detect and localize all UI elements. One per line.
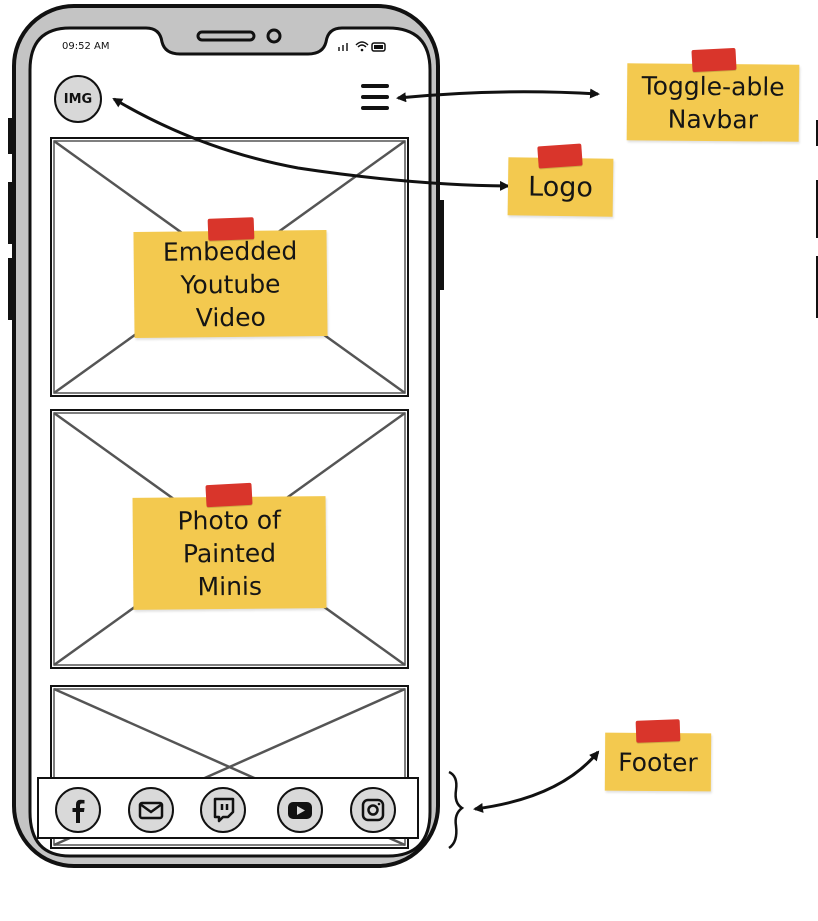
twitch-icon[interactable] bbox=[200, 787, 246, 833]
logo[interactable]: IMG bbox=[54, 75, 102, 123]
facebook-icon[interactable] bbox=[55, 787, 101, 833]
note-photo-line3: Minis bbox=[197, 571, 263, 601]
note-photo-line1: Photo of bbox=[177, 505, 282, 535]
mail-icon[interactable] bbox=[128, 787, 174, 833]
sticky-note-video: Embedded Youtube Video bbox=[133, 229, 328, 339]
instagram-icon[interactable] bbox=[350, 787, 396, 833]
note-video-line2: Youtube bbox=[180, 268, 281, 300]
tape bbox=[207, 217, 255, 241]
note-navbar-line1: Toggle-able bbox=[641, 70, 785, 102]
wifi-icon bbox=[355, 41, 369, 48]
tape bbox=[635, 719, 681, 743]
note-footer-text: Footer bbox=[618, 747, 698, 777]
tape bbox=[691, 47, 737, 73]
logo-text: IMG bbox=[63, 91, 93, 107]
navbar-arrow bbox=[396, 88, 600, 103]
signal-icon bbox=[338, 43, 348, 51]
note-logo-text: Logo bbox=[527, 171, 594, 203]
battery-icon bbox=[371, 42, 386, 52]
tape bbox=[537, 143, 583, 169]
status-time: 09:52 AM bbox=[62, 41, 110, 52]
note-photo-line2: Painted bbox=[182, 538, 277, 568]
sticky-note-photo: Photo of Painted Minis bbox=[132, 496, 327, 610]
footer-arrow bbox=[473, 750, 600, 813]
sticky-note-navbar: Toggle-able Navbar bbox=[626, 63, 800, 142]
youtube-icon[interactable] bbox=[277, 787, 323, 833]
note-video-line3: Video bbox=[195, 302, 267, 332]
logo-arrow bbox=[112, 97, 510, 191]
footer-brace bbox=[448, 770, 465, 850]
note-navbar-line2: Navbar bbox=[667, 104, 759, 134]
tape bbox=[205, 482, 253, 508]
